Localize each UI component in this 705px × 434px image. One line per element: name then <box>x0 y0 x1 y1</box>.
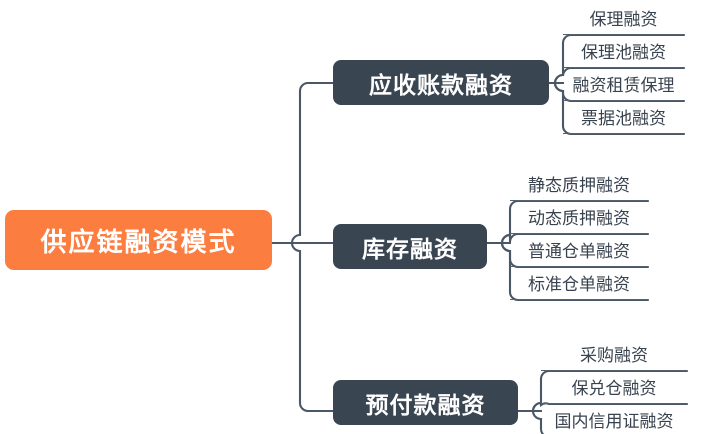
leaf-item[interactable]: 票据池融资 <box>563 101 684 134</box>
branch-node-prepayment[interactable]: 预付款融资 <box>333 380 518 425</box>
connector-root-to-branch-1 <box>290 81 335 245</box>
leaf-item[interactable]: 保兑仓融资 <box>541 371 687 404</box>
leaf-item[interactable]: 国内信用证融资 <box>541 404 687 434</box>
leaf-item[interactable]: 静态质押融资 <box>510 168 648 201</box>
branch-node-accounts-receivable[interactable]: 应收账款融资 <box>333 60 549 105</box>
root-node[interactable]: 供应链融资模式 <box>5 210 272 270</box>
leaf-item[interactable]: 保理融资 <box>563 2 684 35</box>
branch-node-inventory[interactable]: 库存融资 <box>333 224 487 269</box>
connector-root-to-branch-3 <box>290 241 335 413</box>
leaf-group-prepayment: 采购融资 保兑仓融资 国内信用证融资 <box>541 338 687 434</box>
leaf-item[interactable]: 标准仓单融资 <box>510 267 648 300</box>
leaf-item[interactable]: 保理池融资 <box>563 35 684 68</box>
leaf-item[interactable]: 动态质押融资 <box>510 201 648 234</box>
leaf-group-inventory: 静态质押融资 动态质押融资 普通仓单融资 标准仓单融资 <box>510 168 648 300</box>
leaf-item[interactable]: 采购融资 <box>541 338 687 371</box>
leaf-group-accounts-receivable: 保理融资 保理池融资 融资租赁保理 票据池融资 <box>563 2 684 134</box>
leaf-item[interactable]: 融资租赁保理 <box>563 68 684 101</box>
leaf-item[interactable]: 普通仓单融资 <box>510 234 648 267</box>
